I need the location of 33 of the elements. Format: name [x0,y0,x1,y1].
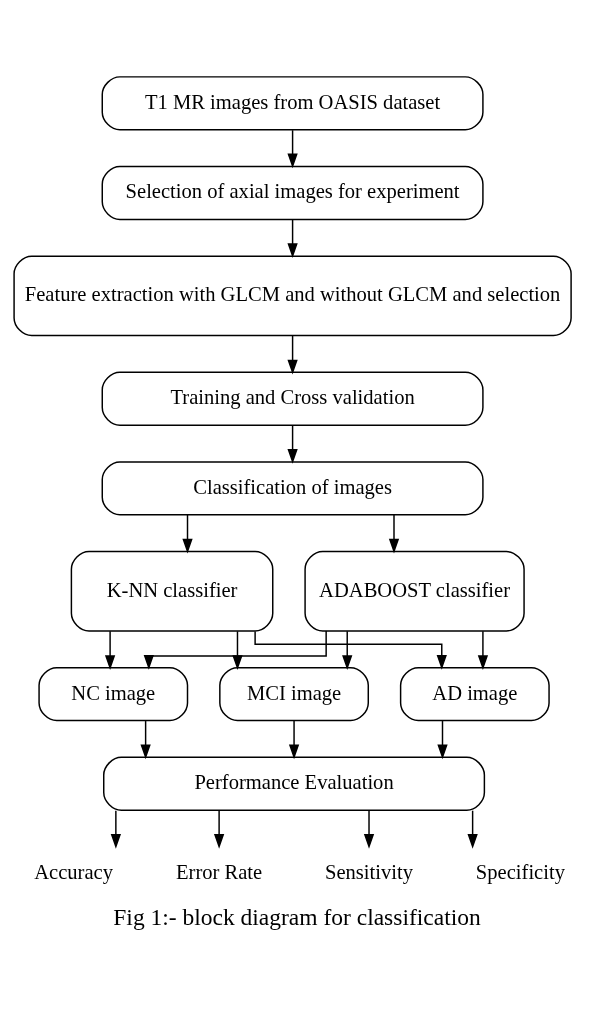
arrow [104,630,116,670]
arrow [342,630,353,670]
node-box: AD image [399,666,550,721]
arrow [437,719,448,759]
arrow [363,809,375,849]
arrow [477,630,489,670]
node-box: Selection of axial images for experiment [101,165,484,220]
caption: Fig 1:- block diagram for classification [113,903,481,930]
node-text: Sensitivity [325,860,414,883]
node-box: NC image [38,666,189,721]
node-box: Classification of images [101,460,484,516]
arrow [388,513,400,553]
node-text: Accuracy [34,860,113,883]
node-box: MCI image [219,666,369,721]
arrow [287,424,298,464]
arrow [254,630,447,670]
arrow [467,809,478,849]
arrow [140,719,151,759]
arrow [213,809,225,849]
arrow [287,334,298,374]
node-box: T1 MR images from OASIS dataset [101,75,484,131]
arrow [288,719,300,759]
node-box: K-NN classifier [70,550,274,632]
arrow [287,218,298,258]
node-box: Training and Cross validation [101,371,484,426]
node-text: Specificity [475,860,565,883]
node-box: Performance Evaluation [103,756,486,811]
arrow [287,129,298,168]
node-text: Error Rate [176,860,263,883]
node-box: ADABOOST classifier [304,550,525,632]
arrow [182,513,193,553]
node-box: Feature extraction with GLCM and without GLCM and selection [13,254,572,336]
arrow [110,809,121,849]
